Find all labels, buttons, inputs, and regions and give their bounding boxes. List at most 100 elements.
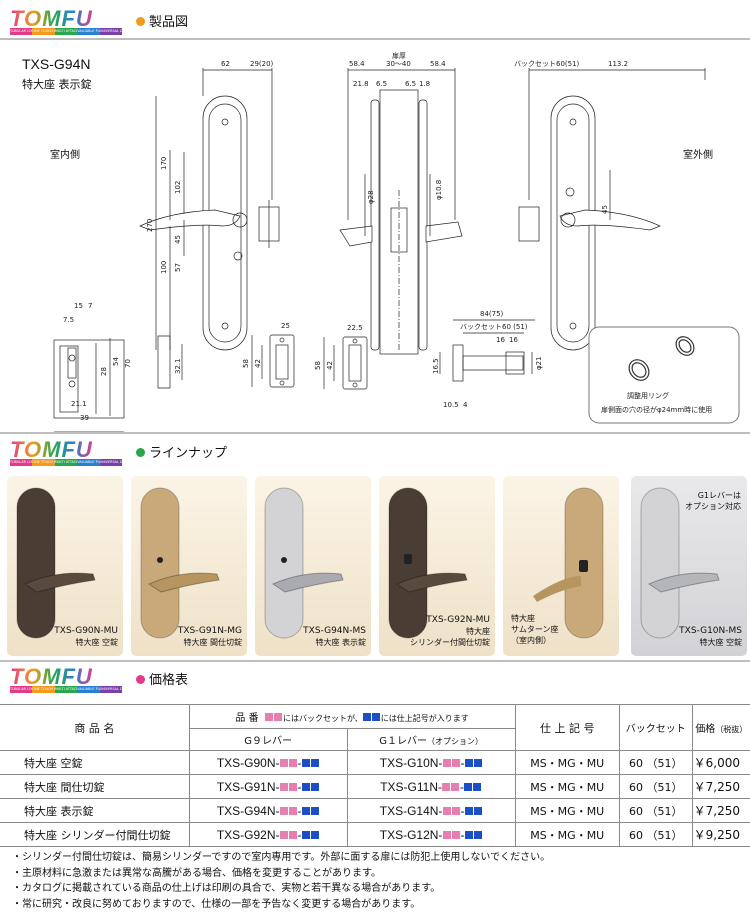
svg-text:15: 15 (74, 302, 83, 310)
finish-code: MS・MG・MU (515, 774, 620, 799)
svg-text:28: 28 (100, 367, 108, 376)
price: ￥7,250 (692, 774, 750, 799)
col-header-g9: G９レバー (189, 728, 348, 751)
col-header-backset: バックセット (619, 704, 693, 751)
svg-text:70: 70 (124, 359, 132, 368)
svg-text:58: 58 (242, 359, 250, 368)
lineup-desc: 特大座 表示錠 (315, 638, 366, 647)
svg-text:100: 100 (160, 261, 168, 274)
note-line: ・主原材料に急激または異常な高騰がある場合、価格を変更することがあります。 (12, 867, 381, 879)
lineup-model: TXS-G92N-MU (426, 615, 490, 625)
product-photo (264, 487, 344, 639)
part-number-g9: TXS-G92N-- (189, 822, 348, 847)
svg-text:φ10.8: φ10.8 (435, 180, 443, 200)
svg-text:22.5: 22.5 (347, 324, 363, 332)
finish-code: MS・MG・MU (515, 798, 620, 823)
label-outside: 室外側 (683, 150, 713, 161)
svg-text:29(20): 29(20) (250, 60, 274, 68)
svg-text:バックセット60 (51): バックセット60 (51) (460, 323, 528, 331)
lineup-caption: TXS-G94N-MS 特大座 表示錠 (303, 626, 366, 648)
brand-logo-text: TOMFU (10, 6, 93, 31)
divider (0, 38, 750, 40)
backset: 60 （51） (619, 798, 693, 823)
svg-text:270: 270 (146, 219, 154, 232)
svg-text:39: 39 (80, 414, 89, 422)
part-number-g1: TXS-G10N-- (347, 750, 516, 775)
svg-text:58: 58 (314, 361, 322, 370)
section-title-price: 価格表 (136, 669, 188, 688)
price: ￥7,250 (692, 798, 750, 823)
model-number: TXS-G94N (22, 56, 91, 72)
svg-text:16.5: 16.5 (432, 358, 440, 374)
product-name: 特大座 空錠 (0, 750, 190, 775)
svg-text:170: 170 (160, 157, 168, 170)
product-name: 特大座 表示錠 (0, 798, 190, 823)
svg-text:扉側面の穴の径がφ24mm時に使用: 扉側面の穴の径がφ24mm時に使用 (601, 405, 712, 414)
col-header-finish: 仕 上 記 号 (515, 704, 620, 751)
lineup-caption: 特大座サムターン座（室内側） (511, 613, 558, 646)
part-number-g1: TXS-G12N-- (347, 822, 516, 847)
lineup-desc: シリンダー付間仕切錠 (410, 638, 490, 647)
svg-text:16: 16 (496, 336, 505, 344)
brand-logo-bar: TUBULAR LOCK ONE TOUCH LEVER MULTI ATTAC… (10, 28, 123, 35)
lineup-card: TXS-G94N-MS 特大座 表示錠 (255, 476, 371, 656)
svg-text:6.5: 6.5 (376, 80, 387, 88)
lineup-model: TXS-G91N-MG (177, 626, 242, 636)
ring-box (588, 326, 740, 424)
model-subtitle: 特大座 表示錠 (22, 78, 92, 91)
svg-text:58.4: 58.4 (349, 60, 365, 68)
col-header-g1: G１レバー（オプション） (347, 728, 516, 751)
svg-text:102: 102 (174, 181, 182, 194)
bullet-dot-icon (136, 675, 145, 684)
part-number-g1: TXS-G14N-- (347, 798, 516, 823)
col-header-name: 商 品 名 (0, 704, 190, 751)
technical-drawing: 62 29(20) 扉厚 58.4 30～40 58.4 21.8 6.5 6.… (53, 51, 740, 432)
product-name: 特大座 間仕切錠 (0, 774, 190, 799)
backset: 60 （51） (619, 822, 693, 847)
svg-text:84(75): 84(75) (480, 310, 504, 318)
lineup-desc: 特大座 (466, 627, 490, 636)
finish-code: MS・MG・MU (515, 822, 620, 847)
backset: 60 （51） (619, 774, 693, 799)
lineup-caption: TXS-G92N-MU 特大座シリンダー付間仕切錠 (410, 615, 490, 648)
svg-text:7.5: 7.5 (63, 316, 74, 324)
part-number-g9: TXS-G90N-- (189, 750, 348, 775)
product-photo (388, 487, 468, 639)
lineup-card: TXS-G92N-MU 特大座シリンダー付間仕切錠 (379, 476, 495, 656)
svg-text:調整用リング: 調整用リング (627, 391, 669, 400)
label-inside: 室内側 (50, 150, 80, 161)
brand-logo: TOMFU TUBULAR LOCK ONE TOUCH LEVER MULTI… (10, 664, 123, 693)
section-title-lineup: ラインナップ (136, 442, 227, 461)
backset: 60 （51） (619, 750, 693, 775)
col-header-hinban: 品 番 にはバックセットが、には仕上記号が入ります (189, 704, 516, 729)
svg-text:4: 4 (463, 401, 468, 409)
lineup-model: TXS-G94N-MS (303, 626, 366, 636)
ring-icons (628, 336, 695, 381)
svg-text:57: 57 (174, 263, 182, 272)
lever-inside (139, 209, 241, 231)
brand-logo: TOMFU TUBULAR LOCK ONE TOUCH LEVER MULTI… (8, 6, 126, 36)
note-line: ・常に研究・改良に努めておりますので、仕様の一部を予告なく変更する場合があります… (12, 898, 421, 910)
svg-text:45: 45 (601, 205, 609, 214)
svg-text:42: 42 (254, 359, 262, 368)
svg-text:1.8: 1.8 (419, 80, 430, 88)
svg-text:30～40: 30～40 (386, 60, 411, 68)
product-name: 特大座 シリンダー付間仕切錠 (0, 822, 190, 847)
svg-text:7: 7 (88, 302, 92, 310)
part-number-g1: TXS-G11N-- (347, 774, 516, 799)
svg-text:62: 62 (221, 60, 230, 68)
svg-text:バックセット60(51): バックセット60(51) (514, 60, 580, 68)
lineup-model: TXS-G90N-MU (54, 626, 118, 636)
price-table: 商 品 名 品 番 にはバックセットが、には仕上記号が入ります 仕 上 記 号 … (0, 704, 750, 847)
brand-logo: TOMFU TUBULAR LOCK ONE TOUCH LEVER MULTI… (10, 437, 123, 466)
svg-text:扉厚: 扉厚 (392, 51, 406, 60)
finish-code: MS・MG・MU (515, 750, 620, 775)
product-photo (640, 487, 720, 639)
